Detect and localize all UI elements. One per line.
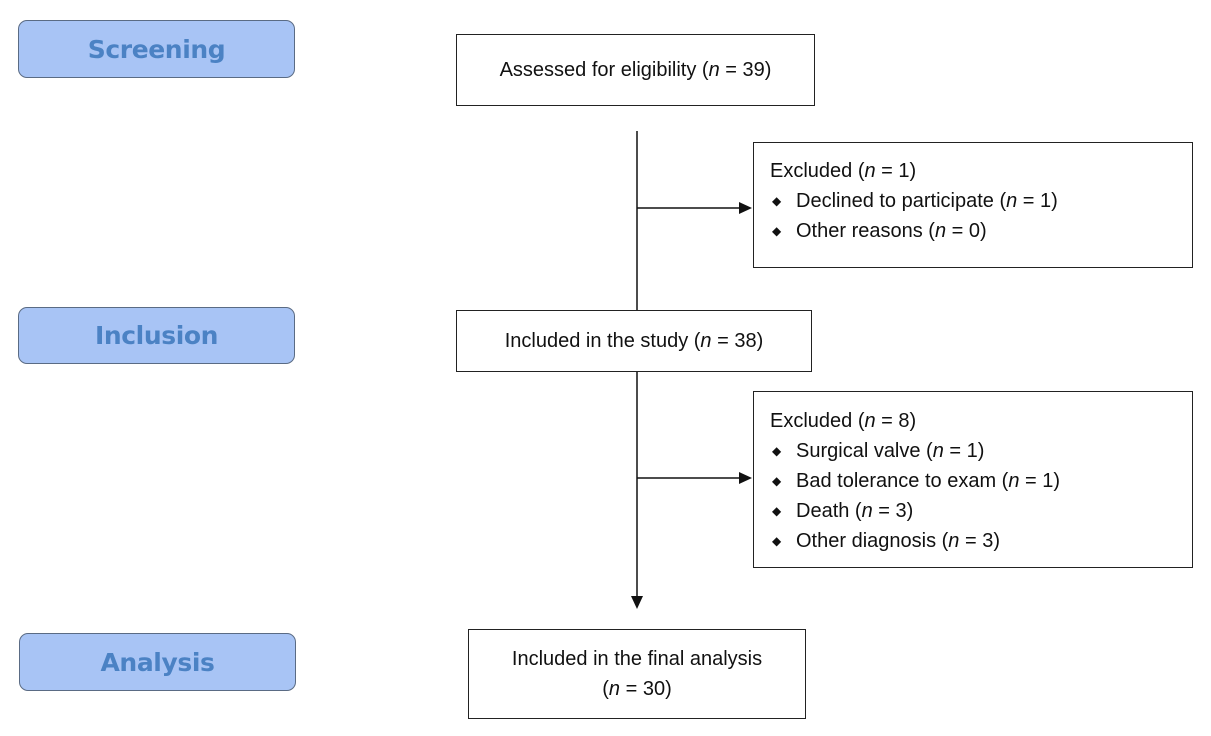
- included-study-text: Included in the study (n = 38): [504, 330, 764, 352]
- excluded-box-first: Excluded (n = 1) ◆ Declined to participa…: [753, 142, 1193, 268]
- stage-label-analysis: Analysis: [19, 633, 296, 691]
- excluded-second-item-other-diagnosis: ◆ Other diagnosis (n = 3): [770, 526, 1192, 556]
- stage-label-analysis-text: Analysis: [100, 647, 215, 677]
- assessed-eligibility-box: Assessed for eligibility (n = 39): [456, 34, 815, 106]
- arrowhead-excluded-second: [739, 472, 752, 484]
- bullet-icon: ◆: [772, 504, 782, 518]
- bullet-icon: ◆: [772, 224, 782, 238]
- excluded-box-second: Excluded (n = 8) ◆ Surgical valve (n = 1…: [753, 391, 1193, 568]
- arrowhead-final-analysis: [631, 596, 643, 609]
- bullet-icon: ◆: [772, 474, 782, 488]
- excluded-second-item-surgical-valve: ◆ Surgical valve (n = 1): [770, 436, 1192, 466]
- bullet-icon: ◆: [772, 444, 782, 458]
- excluded-second-heading: Excluded (n = 8): [770, 410, 917, 432]
- excluded-first-item-declined: ◆ Declined to participate (n = 1): [770, 186, 1192, 216]
- assessed-eligibility-text: Assessed for eligibility (n = 39): [499, 59, 772, 81]
- final-analysis-line1: Included in the final analysis: [511, 648, 763, 670]
- arrowhead-excluded-first: [739, 202, 752, 214]
- bullet-icon: ◆: [772, 194, 782, 208]
- final-analysis-line2: (n = 30): [602, 678, 672, 700]
- stage-label-inclusion: Inclusion: [18, 307, 295, 364]
- stage-label-screening-text: Screening: [87, 34, 226, 64]
- included-study-box: Included in the study (n = 38): [456, 310, 812, 372]
- excluded-first-item-other: ◆ Other reasons (n = 0): [770, 216, 1192, 246]
- excluded-first-heading: Excluded (n = 1): [770, 160, 917, 182]
- bullet-icon: ◆: [772, 534, 782, 548]
- stage-label-inclusion-text: Inclusion: [94, 321, 219, 350]
- excluded-second-item-bad-tolerance: ◆ Bad tolerance to exam (n = 1): [770, 466, 1192, 496]
- stage-label-screening: Screening: [18, 20, 295, 78]
- excluded-second-item-death: ◆ Death (n = 3): [770, 496, 1192, 526]
- final-analysis-box: Included in the final analysis (n = 30): [468, 629, 806, 719]
